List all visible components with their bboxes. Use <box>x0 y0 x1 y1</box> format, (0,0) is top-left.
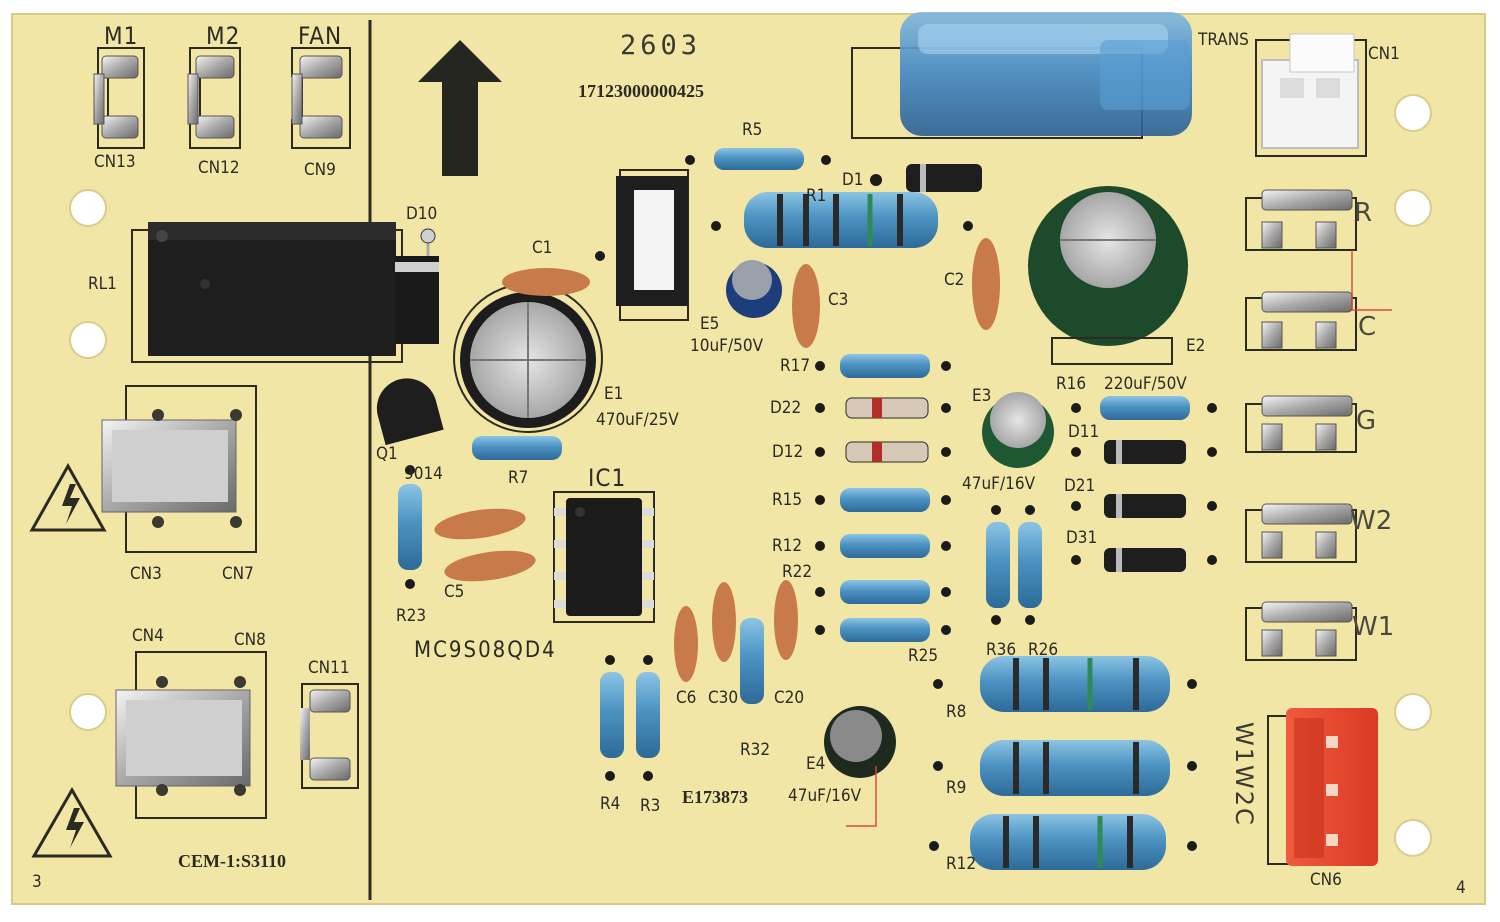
board-code: 2603 <box>620 30 702 61</box>
label-cn12: CN12 <box>198 158 240 178</box>
label-r25: R25 <box>908 646 939 666</box>
label-cn9: CN9 <box>304 160 336 180</box>
label-m2: M2 <box>206 22 241 50</box>
label-e5: E5 <box>700 314 720 334</box>
label-rl1: RL1 <box>88 274 117 294</box>
label-d22: D22 <box>770 398 802 418</box>
label-e2: E2 <box>1186 336 1206 356</box>
label-r36: R36 <box>986 640 1017 660</box>
label-mcu: MC9S08QD4 <box>414 638 557 663</box>
label-d11: D11 <box>1068 422 1100 442</box>
label-r7: R8 <box>946 702 967 722</box>
label-terminal-r: R <box>1354 198 1373 228</box>
label-ic1: IC1 <box>588 464 627 492</box>
label-c20: C20 <box>774 688 805 708</box>
label-d12: D12 <box>772 442 804 462</box>
label-terminal-w2: W2 <box>1350 506 1393 536</box>
label-trans: TRANS <box>1198 30 1249 50</box>
label-e3-rating: 47uF/16V <box>962 474 1036 494</box>
label-r1: R1 <box>806 186 827 206</box>
label-r5: R5 <box>742 120 763 140</box>
label-c1: C1 <box>532 238 553 258</box>
label-cn7: CN7 <box>222 564 254 584</box>
label-approval: E173873 <box>682 787 749 807</box>
label-cn3: CN3 <box>130 564 162 584</box>
label-material: CEM-1:S3110 <box>178 851 286 871</box>
label-d10: D10 <box>406 204 438 224</box>
label-e3: E3 <box>972 386 992 406</box>
label-cn1: CN1 <box>1368 44 1400 64</box>
label-d21: D21 <box>1064 476 1096 496</box>
label-cn13: CN13 <box>94 152 136 172</box>
label-cn6: CN6 <box>1310 870 1342 890</box>
label-e4-rating: 47uF/16V <box>788 786 862 806</box>
label-r4: R4 <box>600 794 621 814</box>
label-c6: C6 <box>676 688 697 708</box>
label-e4: E4 <box>806 754 826 774</box>
label-terminal-w1: W1 <box>1352 612 1395 642</box>
label-e1-rating: 470uF/25V <box>596 410 679 430</box>
label-c5: C5 <box>444 582 465 602</box>
label-cn11: CN11 <box>308 658 350 678</box>
label-e2-rating: 220uF/50V <box>1104 374 1187 394</box>
label-q1: Q1 <box>376 444 398 464</box>
board-serial: 17123000000425 <box>578 81 704 101</box>
label-cn4: CN4 <box>132 626 164 646</box>
label-d31: D31 <box>1066 528 1098 548</box>
label-e1: E1 <box>604 384 624 404</box>
label-r16: R16 <box>1056 374 1087 394</box>
label-corner-3: 3 <box>32 872 42 892</box>
label-c3: C3 <box>828 290 849 310</box>
label-c2: C2 <box>944 270 965 290</box>
label-r23: R23 <box>396 606 427 626</box>
label-terminal-c: C <box>1358 312 1377 342</box>
label-c30: C30 <box>708 688 739 708</box>
label-r32: R32 <box>740 740 771 760</box>
label-q1-part: 9014 <box>404 464 443 484</box>
label-d1: D1 <box>842 170 864 190</box>
label-r9: R12 <box>946 854 977 874</box>
label-r17: R17 <box>780 356 811 376</box>
label-fan: FAN <box>298 22 343 50</box>
label-e5-rating: 10uF/50V <box>690 336 764 356</box>
label-r3: R3 <box>640 796 661 816</box>
label-cn8: CN8 <box>234 630 266 650</box>
label-cn6-pins: W1W2C <box>1230 722 1258 827</box>
label-r8: R9 <box>946 778 967 798</box>
label-r22: R22 <box>782 562 813 582</box>
label-r26: R26 <box>1028 640 1059 660</box>
label-terminal-g: G <box>1356 406 1377 436</box>
label-m1: M1 <box>104 22 139 50</box>
label-r12: R12 <box>772 536 803 556</box>
label-corner-4: 4 <box>1456 878 1466 898</box>
label-r15: R15 <box>772 490 803 510</box>
label-r6: R7 <box>508 468 529 488</box>
